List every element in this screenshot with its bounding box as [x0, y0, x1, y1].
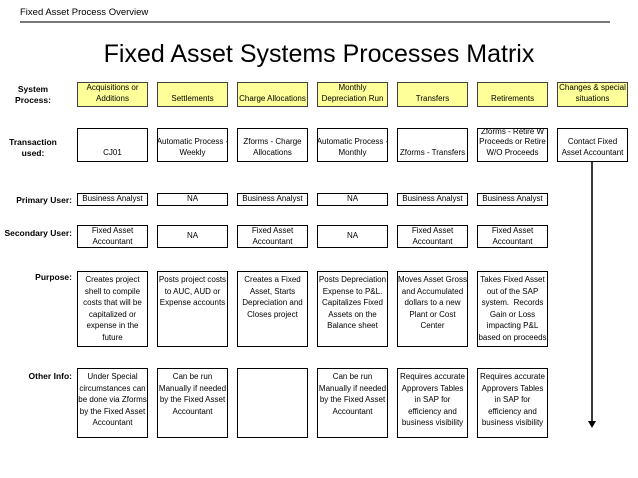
- purpose-text: Creates project shell to compile costs t…: [83, 275, 142, 342]
- purpose-text: Moves Asset Gross and Accumulated dollar…: [398, 275, 467, 330]
- primary-user-box-3: Business Analyst: [237, 193, 308, 206]
- purpose-text: Takes Fixed Asset out of the SAP system.…: [478, 275, 547, 342]
- transaction-text: Zforms - Charge Allocations: [243, 137, 302, 157]
- secondary-user-text: NA: [186, 231, 199, 241]
- transaction-text: Automatic Process - Weekly: [156, 137, 229, 157]
- primary-user-text: NA: [346, 194, 359, 204]
- primary-user-text: Business Analyst: [242, 194, 303, 204]
- other-info-box-1: Under Special circumstances can be done …: [77, 368, 148, 438]
- transaction-box-3: Zforms - Charge Allocations: [237, 128, 308, 162]
- transaction-text: Contact Fixed Asset Accountant: [561, 137, 624, 157]
- primary-user-text: NA: [186, 194, 199, 204]
- transaction-box-4: Automatic Process - Monthly: [317, 128, 388, 162]
- transaction-box-2: Automatic Process - Weekly: [157, 128, 228, 162]
- primary-user-text: Business Analyst: [82, 194, 143, 204]
- process-box-transfers: Transfers: [397, 82, 468, 107]
- row-label-secondary-user: Secondary User:: [4, 228, 72, 238]
- secondary-user-text: NA: [346, 231, 359, 241]
- primary-user-text: Business Analyst: [402, 194, 463, 204]
- secondary-user-box-5: Fixed Asset Accountant: [397, 225, 468, 248]
- down-arrow-icon: [588, 421, 596, 428]
- row-label-purpose: Purpose:: [35, 272, 72, 282]
- other-info-text: Under Special circumstances can be done …: [78, 372, 147, 427]
- transaction-box-7: Contact Fixed Asset Accountant: [557, 128, 628, 162]
- purpose-box-6: Takes Fixed Asset out of the SAP system.…: [477, 271, 548, 347]
- other-info-text: Can be run Manually if needed by the Fix…: [318, 372, 387, 416]
- process-box-charge-allocations: Charge Allocations: [237, 82, 308, 107]
- primary-user-text: Business Analyst: [482, 194, 543, 204]
- other-info-text: Can be run Manually if needed by the Fix…: [158, 372, 227, 416]
- secondary-user-box-4: NA: [317, 225, 388, 248]
- process-box-monthly-depreciation: Monthly Depreciation Run: [317, 82, 388, 107]
- other-info-box-3-empty: [237, 368, 308, 438]
- row-label-other-info: Other Info:: [28, 371, 72, 381]
- process-box-label: Monthly Depreciation Run: [321, 83, 384, 103]
- primary-user-box-5: Business Analyst: [397, 193, 468, 206]
- slide-header-text: Fixed Asset Process Overview: [20, 7, 149, 18]
- secondary-user-text: Fixed Asset Accountant: [491, 226, 534, 246]
- purpose-box-3: Creates a Fixed Asset, Starts Depreciati…: [237, 271, 308, 347]
- secondary-user-box-1: Fixed Asset Accountant: [77, 225, 148, 248]
- primary-user-box-6: Business Analyst: [477, 193, 548, 206]
- secondary-user-text: Fixed Asset Accountant: [251, 226, 294, 246]
- purpose-box-1: Creates project shell to compile costs t…: [77, 271, 148, 347]
- purpose-text: Posts project costs to AUC, AUD or Expen…: [158, 275, 227, 307]
- process-box-label: Retirements: [490, 93, 535, 103]
- other-info-text: Requires accurate Approvers Tables in SA…: [480, 372, 545, 427]
- primary-user-box-4: NA: [317, 193, 388, 206]
- other-info-box-6: Requires accurate Approvers Tables in SA…: [477, 368, 548, 438]
- purpose-text: Creates a Fixed Asset, Starts Depreciati…: [242, 275, 303, 319]
- other-info-box-4: Can be run Manually if needed by the Fix…: [317, 368, 388, 438]
- row-label-transaction-used: Transaction used:: [9, 137, 57, 158]
- transaction-box-6: Zforms - Retire W Proceeds or Retire W/O…: [477, 126, 548, 162]
- process-box-acquisitions: Acquisitions or Additions: [77, 82, 148, 107]
- primary-user-box-1: Business Analyst: [77, 193, 148, 206]
- transaction-text: Automatic Process - Monthly: [316, 137, 389, 157]
- process-box-label: Changes & special situations: [559, 83, 626, 103]
- process-box-retirements: Retirements: [477, 82, 548, 107]
- process-box-changes-special: Changes & special situations: [557, 82, 628, 107]
- process-box-settlements: Settlements: [157, 82, 228, 107]
- secondary-user-box-6: Fixed Asset Accountant: [477, 225, 548, 248]
- transaction-box-1: CJ01: [77, 128, 148, 162]
- transaction-box-5: Zforms - Transfers: [397, 128, 468, 162]
- other-info-box-5: Requires accurate Approvers Tables in SA…: [397, 368, 468, 438]
- connector-arrow-line: [591, 162, 593, 421]
- transaction-text: Zforms - Retire W Proceeds or Retire W/O…: [479, 126, 546, 157]
- transaction-text: Zforms - Transfers: [399, 147, 466, 157]
- purpose-box-2: Posts project costs to AUC, AUD or Expen…: [157, 271, 228, 347]
- header-divider-line: [20, 21, 610, 23]
- process-box-label: Settlements: [171, 93, 214, 103]
- transaction-text: CJ01: [103, 147, 122, 157]
- purpose-box-4: Posts Depreciation Expense to P&L. Capit…: [317, 271, 388, 347]
- secondary-user-text: Fixed Asset Accountant: [91, 226, 134, 246]
- other-info-box-2: Can be run Manually if needed by the Fix…: [157, 368, 228, 438]
- page-title: Fixed Asset Systems Processes Matrix: [103, 40, 535, 68]
- purpose-box-5: Moves Asset Gross and Accumulated dollar…: [397, 271, 468, 347]
- process-box-label: Charge Allocations: [239, 93, 306, 103]
- secondary-user-box-2: NA: [157, 225, 228, 248]
- row-label-primary-user: Primary User:: [16, 195, 72, 205]
- process-box-label: Acquisitions or Additions: [86, 83, 139, 103]
- secondary-user-box-3: Fixed Asset Accountant: [237, 225, 308, 248]
- secondary-user-text: Fixed Asset Accountant: [411, 226, 454, 246]
- process-box-label: Transfers: [415, 93, 450, 103]
- other-info-text: Requires accurate Approvers Tables in SA…: [400, 372, 465, 427]
- row-label-system-process: System Process:: [15, 84, 51, 105]
- purpose-text: Posts Depreciation Expense to P&L. Capit…: [318, 275, 387, 330]
- primary-user-box-2: NA: [157, 193, 228, 206]
